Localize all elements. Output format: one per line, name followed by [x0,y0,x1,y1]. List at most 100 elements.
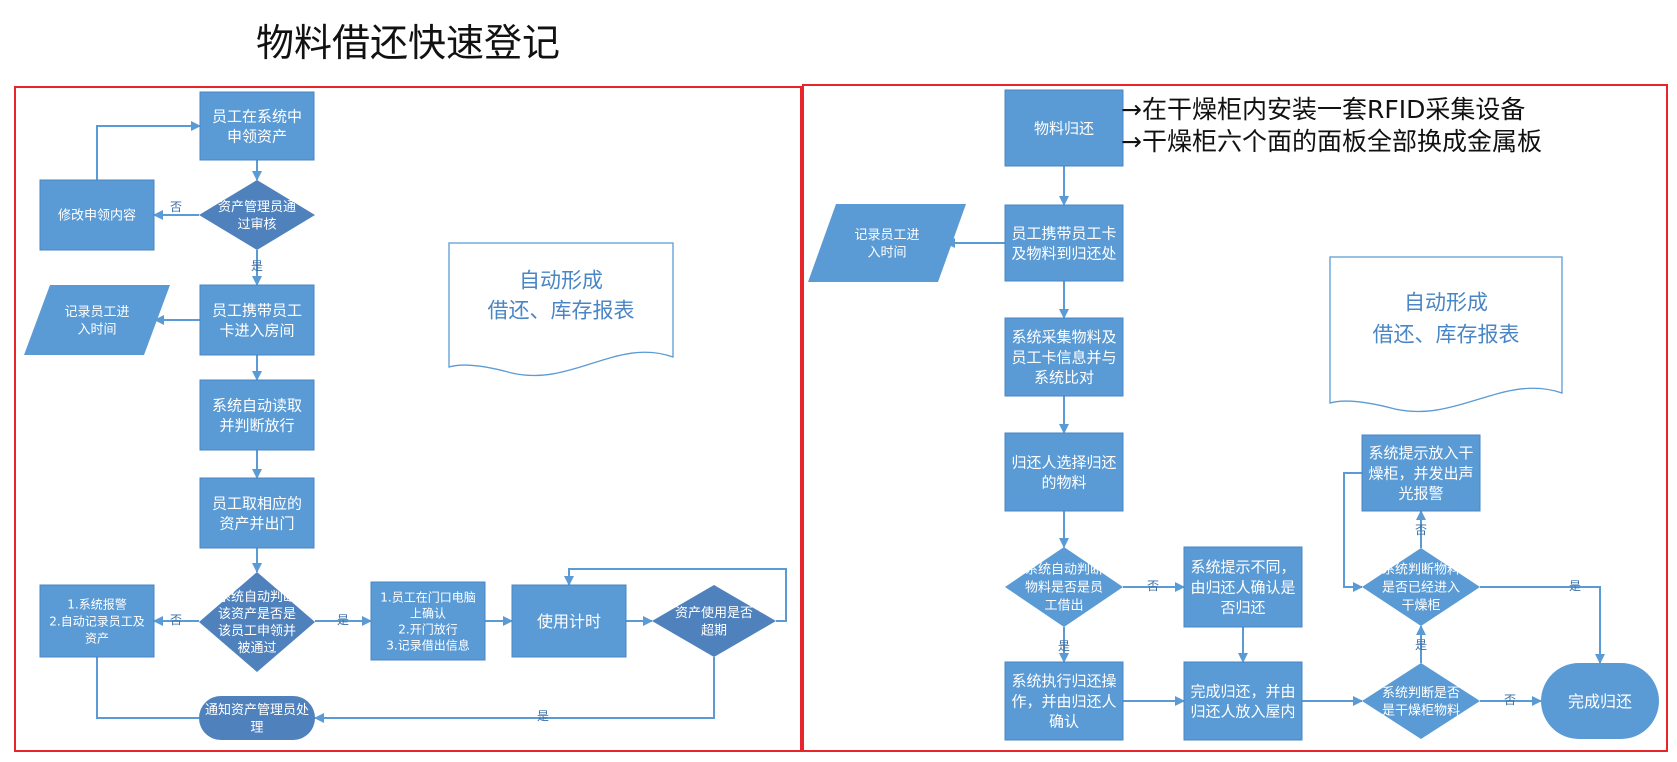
left-confirm-out-box-line: 2.开门放行 [398,621,457,636]
right-judge-in-decision-shape [1362,548,1480,626]
right-report-document[interactable]: 自动形成借还、库存报表 [1329,256,1563,413]
right-carry-box[interactable]: 员工携带员工卡及物料到归还处 [1004,204,1124,282]
right-label-cabinet-no: 否 [1504,693,1516,707]
right-choose-box-text: 归还人选择归还的物料 [1011,453,1116,491]
left-auto-read-box-line: 并判断放行 [219,417,294,435]
right-exec-return-box-line: 系统执行归还操 [1011,672,1116,690]
left-report-document[interactable]: 自动形成借还、库存报表 [448,242,674,377]
left-timer-box-shape [511,584,627,658]
left-confirm-out-box-line: 3.记录借出信息 [386,637,469,652]
right-exec-return-box-line: 确认 [1049,713,1079,731]
right-judge-in-decision[interactable]: 系统判断物料是否已经进入干燥柜 [1362,548,1480,626]
right-record-entry-para[interactable]: 记录员工进入时间 [808,204,966,282]
right-judge-in-decision-text: 系统判断物料是否已经进入干燥柜 [1382,563,1460,614]
left-record-entry-para-line: 入时间 [77,322,116,337]
left-overdue-decision-line: 资产使用是否 [675,605,753,621]
right-prompt-diff-box-text: 系统提示不同，由归还人确认是否归还 [1190,558,1295,617]
left-judge-decision-shape [199,572,315,672]
right-done-terminal-line: 完成归还 [1568,692,1632,711]
right-judge-cabinet-decision-text: 系统判断是否是干燥柜物料 [1382,686,1460,719]
right-complete-put-box[interactable]: 完成归还，并由归还人放入屋内 [1183,661,1303,741]
right-prompt-diff-box-line: 由归还人确认是 [1190,578,1295,596]
right-complete-put-box-text: 完成归还，并由归还人放入屋内 [1190,682,1295,720]
page-title: 物料借还快速登记 [256,21,561,65]
right-prompt-diff-box-shape [1183,546,1303,628]
left-overdue-decision[interactable]: 资产使用是否超期 [652,585,776,657]
right-judge-cabinet-decision[interactable]: 系统判断是否是干燥柜物料 [1362,663,1480,739]
right-judge-borrowed-decision-text: 系统自动判断物料是否是员工借出 [1025,563,1103,614]
left-confirm-out-box-line: 上确认 [410,606,446,620]
left-confirm-out-box-line: 1.员工在门口电脑 [380,589,475,604]
left-take-out-box[interactable]: 员工取相应的资产并出门 [199,477,315,549]
right-exec-return-box-shape [1004,661,1124,741]
left-modify-box-shape [39,179,155,251]
right-prompt-put-box[interactable]: 系统提示放入干燥柜，并发出声光报警 [1361,434,1481,512]
left-take-out-box-line: 员工取相应的 [212,494,302,512]
left-notify-terminal[interactable]: 通知资产管理员处理 [199,696,315,740]
left-enter-room-box[interactable]: 员工携带员工卡进入房间 [199,284,315,356]
left-record-entry-para[interactable]: 记录员工进入时间 [24,285,170,355]
right-judge-borrowed-decision[interactable]: 系统自动判断物料是否是员工借出 [1005,547,1123,627]
right-collect-box[interactable]: 系统采集物料及员工卡信息并与系统比对 [1004,317,1124,397]
right-record-entry-para-line: 入时间 [867,245,906,260]
right-collect-box-shape [1004,317,1124,397]
right-done-terminal[interactable]: 完成归还 [1541,663,1659,739]
right-carry-box-line: 员工携带员工卡 [1011,224,1116,242]
left-overdue-decision-line: 超期 [701,623,727,638]
right-edge-judge-in-done [1480,586,1605,664]
left-review-decision[interactable]: 资产管理员通过审核 [199,180,315,250]
left-enter-room-box-line: 员工携带员工 [212,301,302,319]
left-review-decision-line: 过审核 [237,217,276,232]
left-auto-read-box-shape [199,379,315,451]
left-confirm-out-box-shape [370,581,486,661]
right-prompt-diff-box-line: 否归还 [1220,599,1265,617]
right-choose-box[interactable]: 归还人选择归还的物料 [1004,432,1124,512]
left-judge-decision-line: 该员工申领并 [218,624,296,639]
right-judge-borrowed-decision-line: 系统自动判断 [1025,563,1103,578]
left-timer-box-text: 使用计时 [537,612,601,631]
right-label-borrowed-yes: 是 [1058,639,1070,653]
left-record-entry-para-text: 记录员工进入时间 [64,305,129,338]
right-exec-return-box-text: 系统执行归还操作，并由归还人确认 [1011,672,1116,731]
right-carry-box-text: 员工携带员工卡及物料到归还处 [1011,224,1116,262]
right-prompt-put-box-text: 系统提示放入干燥柜，并发出声光报警 [1368,444,1473,503]
right-note-metal: →干燥柜六个面的面板全部换成金属板 [1121,127,1542,156]
left-apply-box[interactable]: 员工在系统中申领资产 [199,91,315,161]
right-collect-box-text: 系统采集物料及员工卡信息并与系统比对 [1011,328,1116,387]
right-exec-return-box[interactable]: 系统执行归还操作，并由归还人确认 [1004,661,1124,741]
left-auto-read-box[interactable]: 系统自动读取并判断放行 [199,379,315,451]
left-label-judge-yes: 是 [337,613,349,627]
right-complete-put-box-line: 归还人放入屋内 [1190,703,1295,721]
left-auto-read-box-line: 系统自动读取 [212,396,302,414]
right-record-entry-para-shape [808,204,966,282]
right-prompt-put-box-shape [1361,434,1481,512]
right-judge-in-decision-line: 系统判断物料 [1382,563,1460,578]
right-judge-in-decision-line: 干燥柜 [1401,599,1440,614]
left-modify-box[interactable]: 修改申领内容 [39,179,155,251]
left-auto-read-box-text: 系统自动读取并判断放行 [212,396,302,434]
left-modify-box-line: 修改申领内容 [58,208,136,224]
left-apply-box-shape [199,91,315,161]
left-judge-decision[interactable]: 系统自动判断该资产是否是该员工申领并被通过 [199,572,315,672]
right-judge-borrowed-decision-line: 物料是否是员 [1025,581,1103,596]
right-prompt-diff-box[interactable]: 系统提示不同，由归还人确认是否归还 [1183,546,1303,628]
left-notify-terminal-line: 通知资产管理员处 [205,702,309,718]
right-report-document-text: 自动形成借还、库存报表 [1373,291,1520,347]
right-return-box[interactable]: 物料归还 [1004,89,1124,167]
left-alarm-box-line: 资产 [85,631,109,645]
right-return-box-shape [1004,89,1124,167]
left-take-out-box-shape [199,477,315,549]
right-judge-cabinet-decision-line: 是干燥柜物料 [1382,703,1460,718]
left-label-review-yes: 是 [251,259,263,273]
left-edge-overdue-loop [564,568,787,622]
right-choose-box-shape [1004,432,1124,512]
left-report-document-shape [448,242,674,377]
right-judge-cabinet-decision-shape [1362,663,1480,739]
right-carry-box-line: 及物料到归还处 [1011,245,1116,263]
right-report-document-shape [1329,256,1563,413]
left-timer-box[interactable]: 使用计时 [511,584,627,658]
left-judge-decision-text: 系统自动判断该资产是否是该员工申领并被通过 [218,590,296,656]
